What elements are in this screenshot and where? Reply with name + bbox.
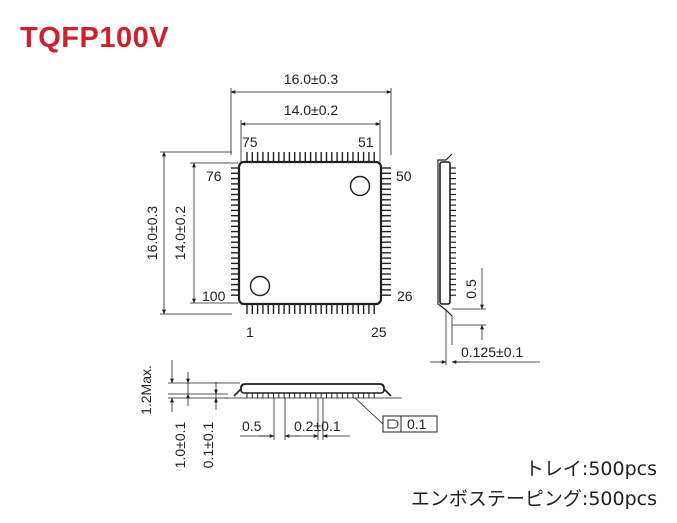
pin-51-label: 51 bbox=[358, 134, 374, 150]
packing-tray-label: トレイ:500pcs bbox=[524, 458, 657, 480]
pin-50-label: 50 bbox=[396, 168, 412, 184]
max-height-label: 1.2Max. bbox=[138, 365, 154, 415]
standoff-label: 0.1±0.1 bbox=[200, 421, 216, 468]
leads-right-side bbox=[381, 167, 391, 296]
leads-top-side bbox=[246, 152, 375, 162]
lead-length-label: 0.5 bbox=[463, 279, 479, 299]
lead-thickness-label: 0.125±0.1 bbox=[461, 344, 523, 360]
pin-75-label: 75 bbox=[242, 134, 258, 150]
leads-bottom-side bbox=[246, 304, 375, 314]
body-width-label: 14.0±0.2 bbox=[284, 102, 339, 118]
body-thickness-label: 1.0±0.1 bbox=[172, 421, 188, 468]
pin-1-label: 1 bbox=[246, 324, 254, 340]
overall-height-label: 16.0±0.3 bbox=[144, 206, 160, 261]
overall-width-label: 16.0±0.3 bbox=[284, 71, 339, 87]
pin-100-label: 100 bbox=[202, 288, 226, 304]
pin1-marker-top bbox=[349, 175, 371, 197]
pin-76-label: 76 bbox=[206, 168, 222, 184]
coplanarity-label: 0.1 bbox=[407, 416, 427, 432]
top-dimension-lines bbox=[160, 88, 392, 315]
pin1-marker-bottom bbox=[249, 275, 271, 297]
pitch-label: 0.5 bbox=[242, 418, 262, 434]
side-view-right bbox=[430, 153, 540, 365]
package-title: TQFP100V bbox=[20, 22, 170, 54]
packing-emboss-label: エンボステーピング:500pcs bbox=[410, 488, 657, 510]
lead-width-label: 0.2±0.1 bbox=[294, 418, 341, 434]
pin-26-label: 26 bbox=[397, 288, 413, 304]
top-view bbox=[231, 152, 391, 314]
pin-25-label: 25 bbox=[371, 324, 387, 340]
side-view-bottom bbox=[168, 360, 438, 440]
package-body bbox=[237, 160, 383, 306]
body-height-label: 14.0±0.2 bbox=[172, 206, 188, 261]
leads-left-side bbox=[231, 167, 239, 296]
